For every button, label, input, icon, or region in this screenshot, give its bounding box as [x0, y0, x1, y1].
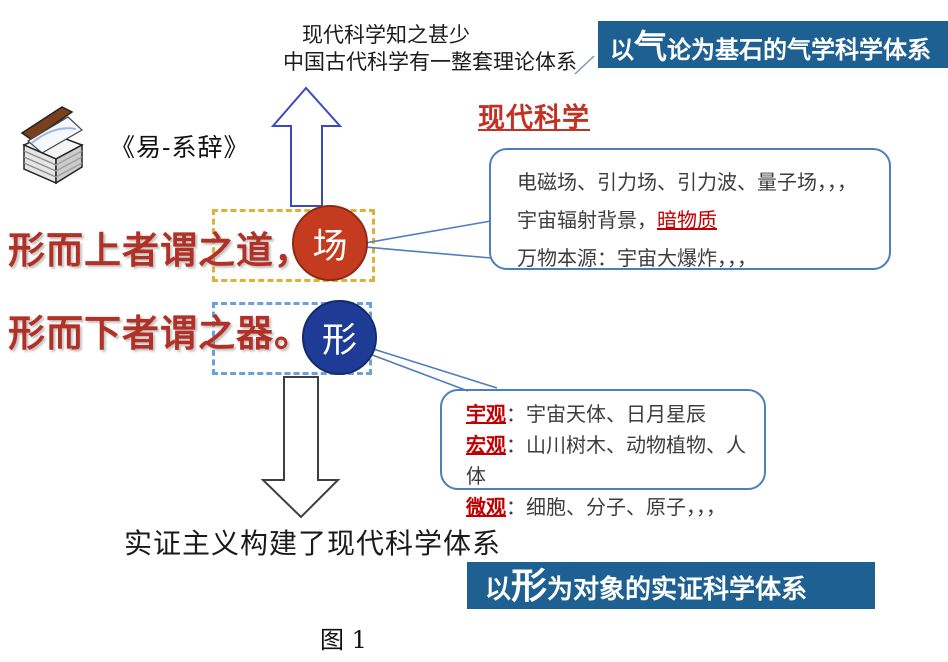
xing-system-banner: 以形为对象的实证科学体系: [467, 562, 875, 609]
chang-circle-node: 场: [292, 205, 368, 281]
scale-callout-tail-bottom: [366, 352, 469, 392]
figure-caption: 图 1: [320, 626, 367, 654]
scale-row-wei: 微观：细胞、分子、原子，，，: [466, 492, 756, 523]
field-callout-tail-top: [364, 220, 492, 244]
field-callout-tail-bottom: [364, 246, 492, 259]
xing-banner-rest: 为对象的实证科学体系: [547, 575, 808, 605]
top-note: 现代科学知之甚少 中国古代科学有一整套理论体系: [283, 22, 577, 76]
scale-callout-tail-top: [366, 346, 498, 389]
scale-row-hong: 宏观：山川树木、动物植物、人体: [466, 430, 756, 492]
scale-text-wei: ：细胞、分子、原子，，，: [506, 495, 726, 519]
xing-circle-label: 形: [321, 321, 357, 361]
dark-matter-highlight: 暗物质: [657, 208, 717, 232]
qi-banner-prefix: 以: [610, 36, 634, 64]
scale-text-hong: ：山川树木、动物植物、人体: [466, 433, 746, 488]
modern-science-heading: 现代科学: [478, 103, 590, 134]
xing-circle-node: 形: [302, 300, 377, 375]
down-arrow: [260, 376, 341, 519]
classic-ref: 《易-系辞》: [110, 133, 250, 162]
qi-banner-emphasis: 气: [634, 27, 667, 66]
top-note-line1: 现代科学知之甚少: [302, 23, 470, 47]
scale-callout: 宇观：宇宙天体、日月星辰 宏观：山川树木、动物植物、人体 微观：细胞、分子、原子…: [440, 389, 766, 519]
scale-label-hong: 宏观: [466, 433, 506, 457]
banner-leader-line: [574, 55, 595, 75]
scale-row-yu: 宇观：宇宙天体、日月星辰: [466, 399, 756, 430]
field-callout-line3: 万物本源：宇宙大爆炸，，，: [517, 246, 757, 270]
scale-label-wei: 微观: [466, 495, 506, 519]
qi-system-banner: 以气论为基石的气学科学体系: [598, 21, 948, 68]
field-callout-line1: 电磁场、引力场、引力波、量子场，，，: [517, 170, 857, 194]
xing-banner-emphasis: 形: [511, 566, 548, 607]
gold-dashed-box: [212, 209, 375, 282]
xing-banner-prefix: 以: [485, 575, 512, 605]
bottom-note: 实证主义构建了现代科学体系: [124, 527, 502, 560]
chang-circle-label: 场: [312, 226, 348, 267]
qi-statement: 形而下者谓之器。: [8, 311, 312, 355]
open-book-icon: [20, 106, 84, 185]
qi-banner-rest: 论为基石的气学科学体系: [667, 36, 931, 64]
top-note-line2: 中国古代科学有一整套理论体系: [283, 50, 577, 74]
field-callout-line2-text: 宇宙辐射背景，: [517, 208, 657, 232]
up-arrow: [270, 86, 343, 207]
scale-text-yu: ：宇宙天体、日月星辰: [506, 402, 706, 426]
field-callout: 电磁场、引力场、引力波、量子场，，， 宇宙辐射背景，暗物质 万物本源：宇宙大爆炸…: [489, 148, 891, 270]
scale-label-yu: 宇观: [466, 402, 506, 426]
dao-statement: 形而上者谓之道，: [8, 228, 312, 272]
field-callout-line2: 宇宙辐射背景，暗物质: [517, 201, 879, 239]
